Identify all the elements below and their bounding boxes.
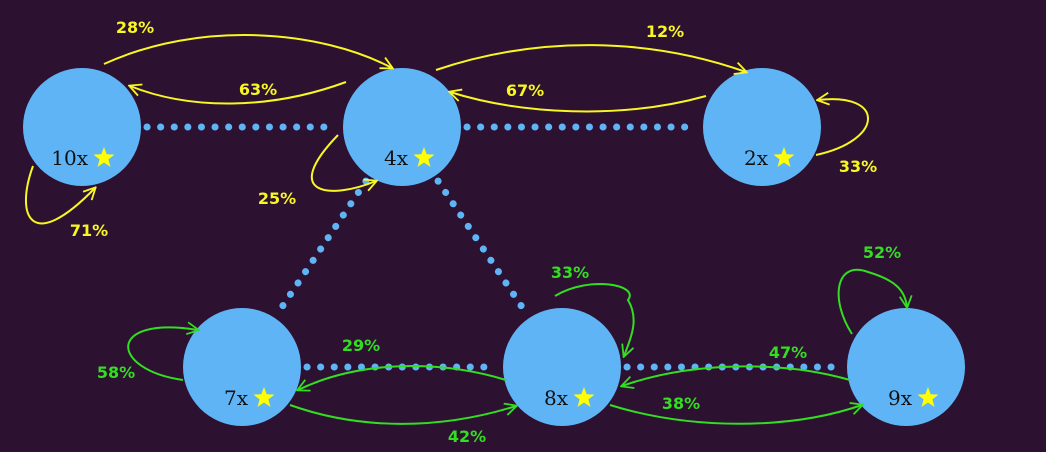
transition-n8-to-n9: 38% xyxy=(609,394,862,425)
transition-arrow xyxy=(130,81,347,105)
node-10x[interactable]: 10x xyxy=(23,68,141,186)
star-icon xyxy=(917,387,939,407)
transition-arrow xyxy=(435,44,746,72)
node-label: 8x xyxy=(544,386,569,410)
transition-n7-to-n8: 42% xyxy=(289,405,516,446)
transition-arrow xyxy=(816,99,869,156)
transition-n10-to-n10: 71% xyxy=(25,165,108,240)
transition-label-42pct: 42% xyxy=(448,427,486,446)
node-label: 4x xyxy=(384,146,409,170)
transition-label-33pct: 33% xyxy=(551,263,589,282)
dotted-link-n4-n8 xyxy=(434,177,530,317)
transition-arrow xyxy=(622,365,851,386)
transition-arrow xyxy=(450,92,707,113)
transition-n8-to-n8: 33% xyxy=(551,263,635,356)
transition-label-12pct: 12% xyxy=(646,22,684,41)
transition-arrow xyxy=(837,268,907,335)
transition-arrow xyxy=(103,34,392,68)
transition-n9-to-n9: 52% xyxy=(837,243,907,335)
dotted-link-n4-n7 xyxy=(274,177,370,317)
node-4x[interactable]: 4x xyxy=(343,68,461,186)
transition-arrow xyxy=(609,405,862,425)
node-9x[interactable]: 9x xyxy=(847,308,965,426)
transition-label-58pct: 58% xyxy=(97,363,135,382)
transitions-layer: 28% 63% 71% 12% 67% 33% 25% 58% 29% 42% 33% 47% 38% 5… xyxy=(25,18,907,446)
transition-arrow xyxy=(311,134,376,192)
star-icon xyxy=(773,147,795,167)
node-label: 2x xyxy=(744,146,769,170)
node-label: 7x xyxy=(224,386,249,410)
transition-n9-to-n8: 47% xyxy=(622,343,851,386)
star-icon xyxy=(573,387,595,407)
node-8x[interactable]: 8x xyxy=(503,308,621,426)
transition-arrow xyxy=(127,327,198,381)
node-2x[interactable]: 2x xyxy=(703,68,821,186)
transition-label-63pct: 63% xyxy=(239,80,277,99)
transition-label-71pct: 71% xyxy=(70,221,108,240)
transition-label-29pct: 29% xyxy=(342,336,380,355)
transition-n4-to-n4: 25% xyxy=(258,134,376,208)
node-label: 9x xyxy=(888,386,913,410)
transition-n2-to-n4: 67% xyxy=(450,81,707,113)
transition-n2-to-n2: 33% xyxy=(816,99,877,176)
transition-n4-to-n2: 12% xyxy=(435,22,746,72)
transition-arrow xyxy=(289,405,516,425)
transition-label-67pct: 67% xyxy=(506,81,544,100)
transition-label-47pct: 47% xyxy=(769,343,807,362)
star-icon xyxy=(413,147,435,167)
transition-arrow xyxy=(554,283,635,356)
transition-arrow xyxy=(298,365,507,390)
transition-n4-to-n10: 63% xyxy=(130,80,347,105)
node-label: 10x xyxy=(51,146,88,170)
transition-n7-to-n7: 58% xyxy=(97,327,198,382)
star-icon xyxy=(93,147,115,167)
transition-label-38pct: 38% xyxy=(662,394,700,413)
star-icon xyxy=(253,387,275,407)
transition-label-52pct: 52% xyxy=(863,243,901,262)
transition-arrow xyxy=(25,165,95,225)
transition-n8-to-n7: 29% xyxy=(298,336,507,390)
transition-label-33pct: 33% xyxy=(839,157,877,176)
nodes-layer: 10x 4x 2x 7x 8x 9x xyxy=(23,68,965,426)
node-7x[interactable]: 7x xyxy=(183,308,301,426)
transition-n10-to-n4: 28% xyxy=(103,18,392,68)
transition-label-28pct: 28% xyxy=(116,18,154,37)
transition-label-25pct: 25% xyxy=(258,189,296,208)
